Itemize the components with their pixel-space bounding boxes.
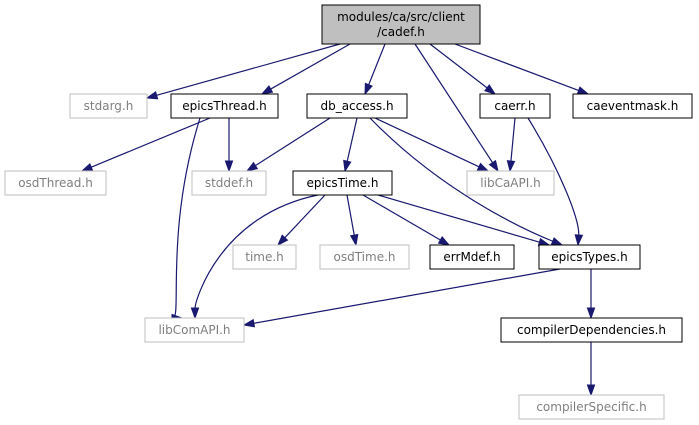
edge-epicsThread-to-osdThread: [80, 117, 211, 172]
edge-caerr-to-libCaAPI: [506, 117, 516, 173]
node-errMdef[interactable]: errMdef.h: [429, 244, 515, 270]
node-label-osdTime: osdTime.h: [334, 250, 396, 264]
node-label-db_access: db_access.h: [320, 99, 393, 113]
edge-epicsTime-to-time: [276, 194, 326, 247]
node-label-stddef: stddef.h: [205, 176, 253, 190]
edge-db_access-to-stddef: [245, 117, 331, 172]
node-time: time.h: [232, 244, 297, 270]
node-box-caerr: [479, 93, 551, 119]
node-label-libCaAPI: libCaAPI.h: [480, 176, 540, 190]
node-epicsTypes[interactable]: epicsTypes.h: [538, 244, 641, 270]
node-compilerSpecific: compilerSpecific.h: [518, 394, 665, 420]
edges-layer: [80, 43, 596, 397]
edge-epicsThread-to-stddef: [224, 118, 234, 173]
node-root[interactable]: modules/ca/src/client/cadef.h: [321, 4, 481, 45]
node-epicsTime[interactable]: epicsTime.h: [292, 170, 393, 196]
edge-epicsTime-to-osdTime: [346, 194, 359, 247]
node-box-libComAPI: [144, 317, 245, 343]
node-box-osdThread: [4, 170, 107, 196]
edge-root-to-epicsThread: [260, 43, 351, 95]
node-label-osdThread: osdThread.h: [18, 176, 93, 190]
node-caerr[interactable]: caerr.h: [479, 93, 551, 119]
edge-root-to-caeventmask: [454, 43, 590, 95]
edge-db_access-to-epicsTime: [343, 117, 358, 173]
node-box-epicsTypes: [538, 244, 641, 270]
node-box-libCaAPI: [466, 170, 555, 196]
node-box-caeventmask: [572, 93, 693, 119]
node-label-compilerDependencies: compilerDependencies.h: [517, 323, 666, 337]
node-label-time: time.h: [245, 250, 284, 264]
edge-epicsTime-to-libComAPI: [190, 194, 319, 320]
node-box-osdTime: [319, 244, 410, 270]
node-osdTime: osdTime.h: [319, 244, 410, 270]
node-caeventmask[interactable]: caeventmask.h: [572, 93, 693, 119]
node-box-time: [232, 244, 297, 270]
edge-epicsTime-to-epicsTypes: [377, 194, 551, 247]
edge-db_access-to-libCaAPI: [374, 117, 490, 172]
node-label-stdarg: stdarg.h: [84, 99, 134, 113]
edge-root-to-stdarg: [145, 43, 341, 100]
edge-epicsTypes-to-libComAPI: [242, 268, 561, 328]
node-label-caeventmask: caeventmask.h: [587, 99, 679, 113]
node-db_access[interactable]: db_access.h: [306, 93, 408, 119]
node-box-compilerDependencies: [500, 317, 683, 343]
node-label-compilerSpecific: compilerSpecific.h: [536, 400, 646, 414]
node-label-epicsThread: epicsThread.h: [182, 99, 267, 113]
node-compilerDependencies[interactable]: compilerDependencies.h: [500, 317, 683, 343]
node-libComAPI: libComAPI.h: [144, 317, 245, 343]
node-box-compilerSpecific: [518, 394, 665, 420]
node-epicsThread[interactable]: epicsThread.h: [170, 93, 279, 119]
edge-epicsThread-to-libComAPI: [171, 117, 201, 323]
node-label-epicsTime: epicsTime.h: [307, 176, 379, 190]
node-box-stddef: [191, 170, 267, 196]
node-label-epicsTypes: epicsTypes.h: [551, 250, 627, 264]
node-osdThread: osdThread.h: [4, 170, 107, 196]
nodes-layer: modules/ca/src/client/cadef.h stdarg.h epi…: [4, 4, 693, 420]
node-box-root: [321, 4, 481, 45]
node-stddef: stddef.h: [191, 170, 267, 196]
edge-root-to-db_access: [364, 43, 386, 96]
node-label-libComAPI: libComAPI.h: [158, 323, 230, 337]
edge-epicsTypes-to-compilerDependencies: [586, 269, 596, 320]
edge-caerr-to-epicsTypes: [527, 117, 584, 247]
node-box-stdarg: [69, 93, 148, 119]
node-label-caerr: caerr.h: [494, 99, 535, 113]
node-box-epicsThread: [170, 93, 279, 119]
edge-root-to-caerr: [429, 43, 497, 95]
edge-epicsTime-to-errMdef: [362, 194, 451, 246]
node-libCaAPI: libCaAPI.h: [466, 170, 555, 196]
node-box-errMdef: [429, 244, 515, 270]
node-box-epicsTime: [292, 170, 393, 196]
node-label-root-0: modules/ca/src/client: [337, 10, 465, 24]
node-stdarg: stdarg.h: [69, 93, 148, 119]
edge-compilerDependencies-to-compilerSpecific: [586, 342, 596, 397]
node-label-errMdef: errMdef.h: [443, 250, 500, 264]
node-label-root-1: /cadef.h: [377, 25, 425, 39]
edge-root-to-libCaAPI: [414, 43, 499, 173]
node-box-db_access: [306, 93, 408, 119]
